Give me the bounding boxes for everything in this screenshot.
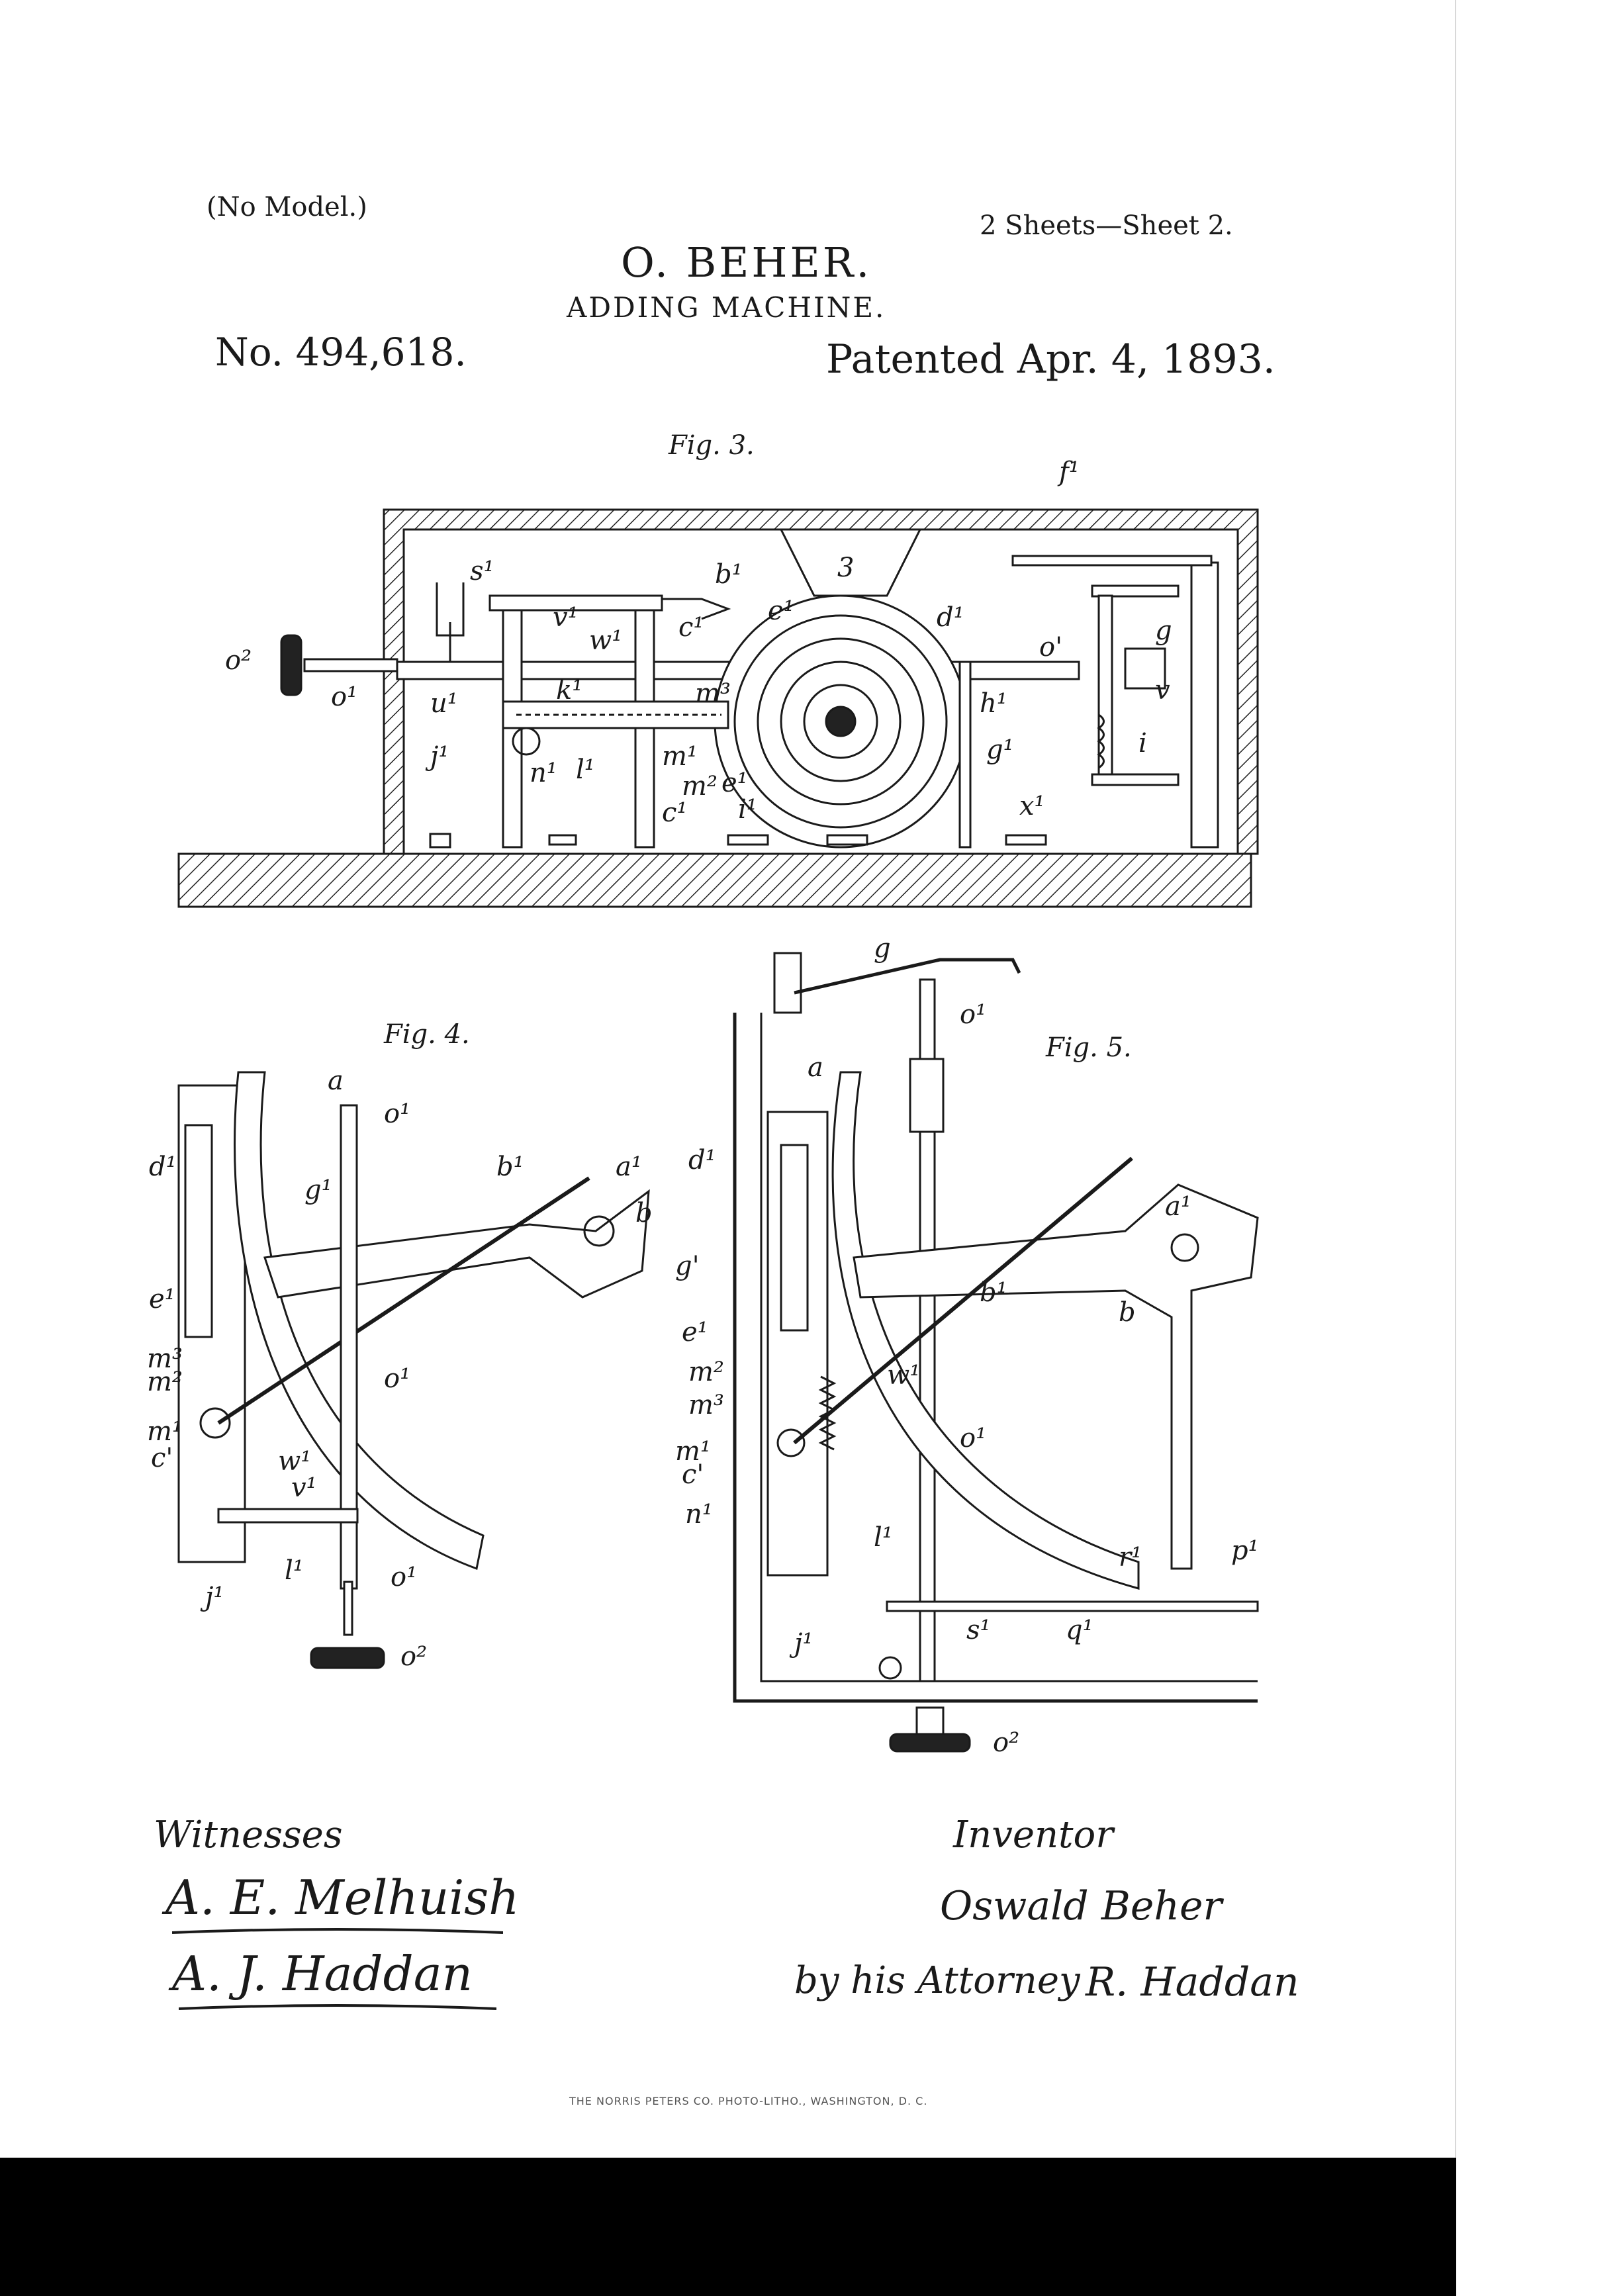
right-margin [1456, 0, 1623, 2296]
ref-label: m³ [688, 1390, 724, 1420]
ref-label: c' [151, 1443, 173, 1473]
ref-label: g¹ [986, 735, 1014, 765]
ref-label: s¹ [470, 556, 494, 586]
figure-3-drawing [177, 508, 1259, 908]
ref-label: c' [682, 1459, 704, 1490]
ref-label: e¹ [768, 596, 794, 626]
ref-label: w¹ [589, 625, 623, 656]
ref-label: j¹ [794, 1628, 813, 1659]
ref-label: k¹ [556, 675, 583, 706]
ref-label: m³ [695, 678, 731, 709]
witness-1-signature: A. E. Melhuish [165, 1870, 520, 1925]
ref-label: l¹ [285, 1555, 304, 1586]
ref-label: 3 [837, 553, 855, 583]
ref-label: w¹ [278, 1446, 312, 1477]
ref-label: v [1155, 675, 1170, 706]
ref-label: b [635, 1198, 653, 1228]
inventor-signature: Oswald Beher [940, 1883, 1223, 1929]
witnesses-heading: Witnesses [154, 1814, 343, 1857]
ref-label: o¹ [391, 1562, 418, 1592]
ref-label: b¹ [715, 559, 743, 590]
ref-label: o¹ [960, 999, 987, 1030]
ref-label: m¹ [147, 1416, 183, 1447]
ref-label: p¹ [1231, 1536, 1259, 1566]
ref-label: e¹ [149, 1284, 175, 1314]
ref-label: r¹ [1119, 1542, 1142, 1573]
page-edge-line [1455, 0, 1456, 2158]
fig5-label: Fig. 5. [1046, 1033, 1132, 1063]
ref-label: e¹ [721, 768, 748, 798]
by-attorney-text: by his Attorney [794, 1959, 1080, 2002]
ref-label: o¹ [384, 1099, 411, 1129]
ref-label: v¹ [291, 1473, 317, 1503]
patent-number: No. 494,618. [215, 330, 467, 375]
ref-label: j¹ [430, 741, 449, 772]
ref-label: l¹ [874, 1522, 893, 1553]
ref-label: g [1155, 616, 1172, 646]
ref-label: m² [682, 771, 718, 802]
ref-label: o² [400, 1641, 428, 1672]
patent-drawings [177, 508, 1259, 1753]
ref-label: c¹ [678, 612, 704, 643]
ref-label: v¹ [553, 602, 579, 633]
witness-2-underline [179, 2004, 496, 2010]
no-model-note: (No Model.) [207, 192, 367, 222]
ref-label: m² [688, 1357, 724, 1387]
inventor-name: O. BEHER. [621, 238, 872, 287]
witness-2-signature: A. J. Haddan [172, 1946, 473, 2001]
ref-label: n¹ [530, 758, 557, 788]
inventor-heading: Inventor [953, 1814, 1114, 1857]
ref-label: o² [225, 645, 252, 676]
ref-label: m¹ [662, 741, 698, 772]
scan-bottom-band [0, 2158, 1456, 2296]
ref-label: m³ [147, 1344, 183, 1374]
printer-imprint: THE NORRIS PETERS CO. PHOTO-LITHO., WASH… [569, 2095, 928, 2107]
ref-label: c¹ [662, 798, 688, 828]
ref-label: o¹ [960, 1423, 987, 1453]
sheet-count: 2 Sheets—Sheet 2. [980, 210, 1233, 241]
ref-label: d¹ [937, 602, 964, 633]
ref-label: q¹ [1066, 1615, 1093, 1645]
ref-label: o' [1039, 632, 1063, 663]
ref-label: l¹ [576, 755, 595, 785]
ref-label: a [328, 1066, 344, 1096]
ref-label: g' [675, 1251, 700, 1281]
ref-label: u¹ [430, 688, 458, 719]
ref-label: j¹ [205, 1582, 224, 1612]
ref-label: b [1119, 1297, 1136, 1328]
ref-label: n¹ [685, 1499, 713, 1530]
patent-date: Patented Apr. 4, 1893. [826, 336, 1275, 383]
figure-5-drawing [733, 952, 1259, 1753]
ref-label: d¹ [149, 1152, 177, 1182]
ref-label: g [874, 933, 891, 964]
fig3-label: Fig. 3. [669, 430, 755, 461]
witness-1-underline [172, 1928, 503, 1934]
ref-label: m¹ [675, 1436, 711, 1467]
ref-label: a¹ [616, 1152, 642, 1182]
ref-label: o¹ [331, 682, 358, 712]
ref-label: f¹ [1059, 457, 1080, 487]
ref-label: o¹ [384, 1363, 411, 1394]
ref-label: d¹ [688, 1145, 716, 1175]
ref-label: b¹ [980, 1277, 1007, 1308]
ref-label: b¹ [496, 1152, 524, 1182]
fig4-label: Fig. 4. [384, 1019, 470, 1050]
ref-label: m² [147, 1367, 183, 1397]
ref-label: h¹ [980, 688, 1007, 719]
attorney-signature: R. Haddan [1086, 1959, 1299, 2005]
ref-label: i¹ [738, 794, 757, 825]
ref-label: a [808, 1052, 823, 1083]
ref-label: g¹ [304, 1175, 332, 1205]
ref-label: w¹ [887, 1360, 921, 1391]
ref-label: x¹ [1019, 791, 1045, 821]
figure-4-drawing [177, 1071, 650, 1669]
ref-label: s¹ [966, 1615, 991, 1645]
ref-label: a¹ [1165, 1191, 1191, 1222]
ref-label: e¹ [682, 1317, 708, 1348]
ref-label: o² [993, 1727, 1020, 1758]
ref-label: i [1138, 728, 1147, 758]
invention-title: ADDING MACHINE. [567, 291, 886, 324]
